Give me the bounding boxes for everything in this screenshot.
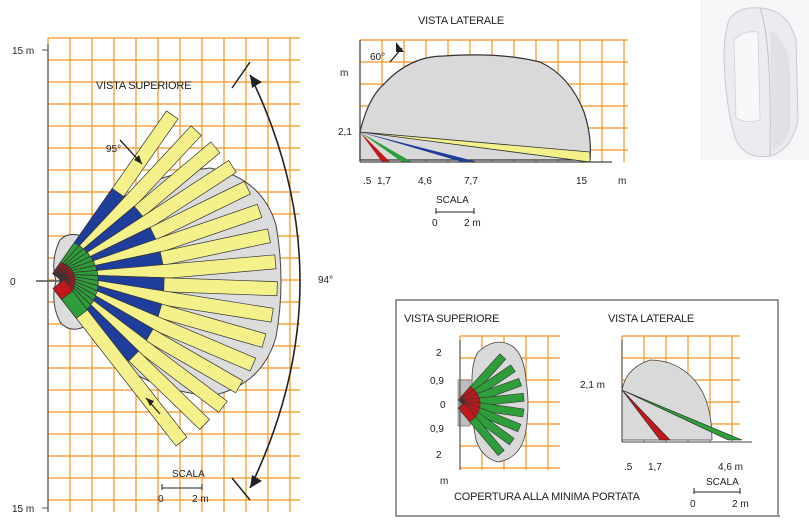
inset-x-tick-1: 1,7 [648, 462, 662, 473]
side-x-tick-1: 1,7 [377, 176, 391, 187]
top-view-y-tick-mid: 0 [10, 277, 16, 288]
side-scale-2: 2 m [464, 218, 481, 229]
side-beam-near [360, 132, 412, 162]
inset-scale-0: 0 [690, 499, 696, 510]
inset-x-tick-0: .5 [624, 462, 633, 473]
inset-y-tick-0: 2 [436, 348, 442, 359]
top-scale-0: 0 [158, 494, 164, 505]
inset-scale-label: SCALA [706, 477, 739, 488]
side-x-tick-2: 4,6 [418, 176, 432, 187]
inset-y-tick-3: 0,9 [430, 424, 444, 435]
side-x-tick-4: 15 [576, 176, 588, 187]
inset-x-tick-2: 4,6 m [718, 462, 743, 473]
inset-side-title: VISTA LATERALE [608, 313, 694, 325]
angle-large-tick-top [231, 61, 251, 89]
top-view-title: VISTA SUPERIORE [96, 80, 191, 92]
angle-large-arrowhead-bottom [250, 475, 262, 488]
side-x-unit: m [618, 176, 626, 187]
beam-close-15 [52, 279, 74, 300]
side-view-height: 2,1 [338, 127, 352, 138]
top-view-beams [52, 110, 278, 447]
angle-small-label: 95° [106, 144, 121, 155]
top-scale-2: 2 m [192, 494, 209, 505]
angle-small-arrowhead-top [134, 155, 142, 164]
inset-top-title: VISTA SUPERIORE [404, 313, 499, 325]
inset-side-beam-close [621, 389, 671, 441]
sensor-photo [700, 0, 809, 160]
side-view-y-unit: m [340, 68, 348, 79]
side-beam-mid [360, 132, 478, 162]
side-view-title: VISTA LATERALE [418, 15, 504, 27]
inset-side-beam-near [621, 389, 743, 441]
sensor-device-icon [723, 7, 799, 158]
side-beam-far [359, 131, 591, 163]
inset-beam-close-7 [457, 402, 477, 423]
side-x-tick-0: .5 [363, 176, 372, 187]
side-scale-label: SCALA [436, 195, 469, 206]
top-view-y-tick-top: 15 m [12, 46, 34, 57]
side-beam-close [360, 132, 390, 162]
side-x-tick-3: 7,7 [464, 176, 478, 187]
angle-large-arc [249, 74, 301, 489]
side-view-zone [359, 54, 591, 161]
inset-top-beams [457, 353, 525, 457]
top-scale-label: SCALA [172, 469, 205, 480]
angle-small-arrowhead-bottom [146, 398, 154, 406]
side-angle-arrowhead [396, 42, 404, 52]
inset-scale-2: 2 m [732, 499, 749, 510]
inset-caption: COPERTURA ALLA MINIMA PORTATA [454, 491, 641, 503]
inset-y-unit: m [440, 476, 448, 487]
inset-height: 2,1 m [580, 380, 605, 391]
top-view-y-tick-bottom: 15 m [12, 504, 34, 515]
side-scale-0: 0 [432, 218, 438, 229]
angle-large-arrowhead-top [250, 75, 262, 88]
inset-y-tick-1: 0,9 [430, 376, 444, 387]
angle-large-tick-bottom [231, 477, 251, 501]
inset-y-tick-2: 0 [440, 400, 446, 411]
inset-y-tick-4: 2 [436, 450, 442, 461]
angle-large-label: 94° [318, 275, 333, 286]
side-view-angle: 60° [370, 52, 385, 63]
